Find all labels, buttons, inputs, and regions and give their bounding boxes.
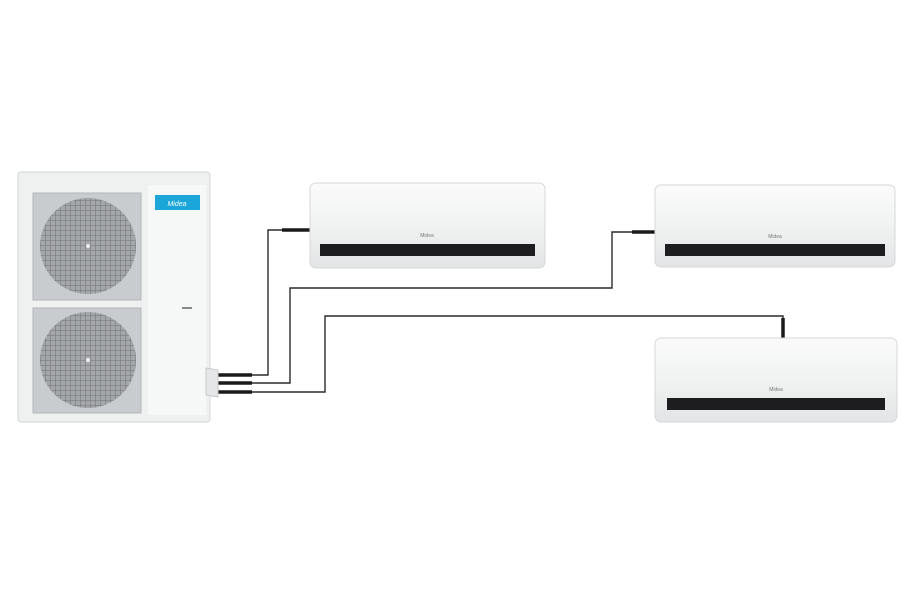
outdoor-unit: Midea <box>17 171 219 423</box>
svg-text:Midea: Midea <box>768 234 782 240</box>
svg-text:Midea: Midea <box>167 201 186 208</box>
pipe-valve-cover <box>205 367 219 398</box>
svg-text:Midea: Midea <box>420 233 434 239</box>
svg-text:Midea: Midea <box>769 387 783 393</box>
pipe-to-indoor-2 <box>218 231 658 384</box>
indoor-unit-2: Midea <box>654 184 896 268</box>
brand-logo: Midea <box>155 195 200 210</box>
pipe-insulation <box>218 228 785 394</box>
fan-upper <box>32 192 142 301</box>
pipe-to-indoor-1 <box>218 229 310 376</box>
label-plate <box>182 307 192 309</box>
indoor-unit-3: Midea <box>654 337 898 423</box>
indoor-unit-1: Midea <box>309 182 546 269</box>
fan-lower <box>32 307 142 414</box>
